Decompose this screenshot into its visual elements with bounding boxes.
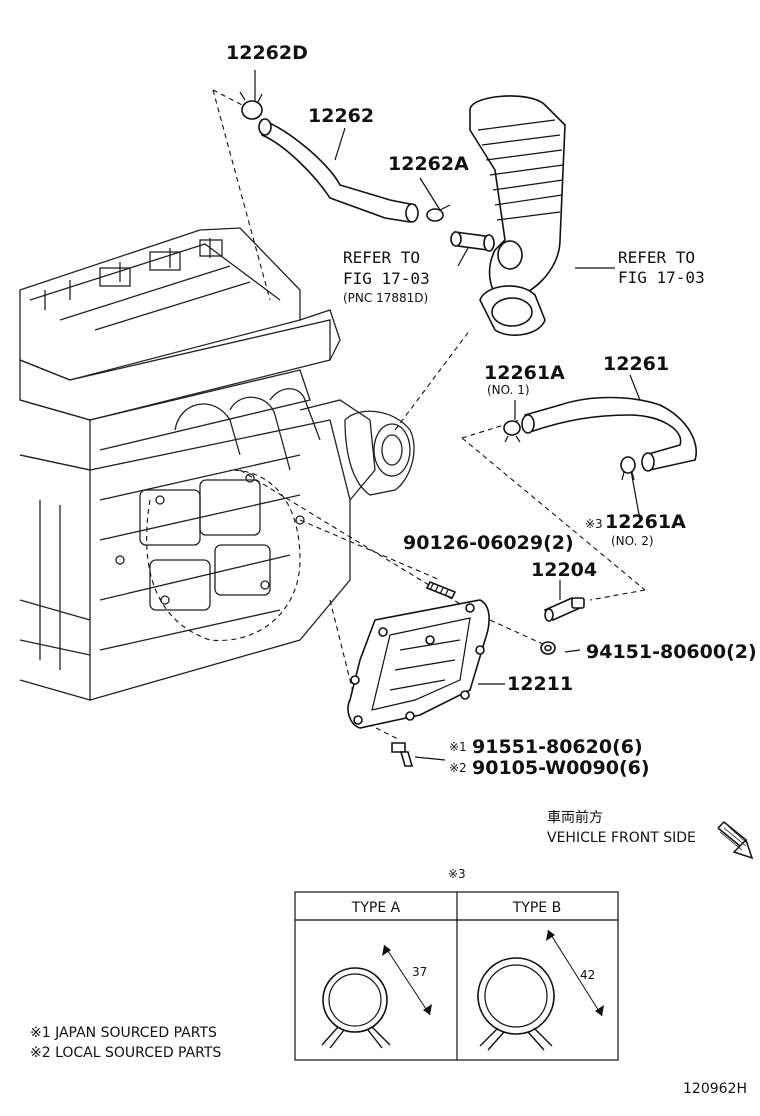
label-12204[interactable]: 12204 xyxy=(531,559,597,581)
part-clamp-12261a-no1 xyxy=(503,420,521,443)
clamp-table-mark: ※3 xyxy=(448,867,466,881)
label-12261a-no2[interactable]: 12261A xyxy=(605,511,686,533)
footnote-local-sourced: ※2 LOCAL SOURCED PARTS xyxy=(30,1045,221,1061)
part-hose-12262 xyxy=(258,118,419,223)
part-clamp-12261a-no2 xyxy=(620,456,636,481)
label-12262a[interactable]: 12262A xyxy=(388,153,469,175)
clamp-type-a-dim: 37 xyxy=(412,965,427,979)
label-12261a-no2-sub: (NO. 2) xyxy=(611,534,654,548)
label-12261a-no1-sub: (NO. 1) xyxy=(487,383,530,397)
label-12211[interactable]: 12211 xyxy=(507,673,573,695)
part-bolt xyxy=(391,742,414,767)
direction-japanese: 車両前方 xyxy=(547,809,603,826)
part-clamp-12262a xyxy=(426,204,451,222)
refer-left-line1: REFER TO xyxy=(343,248,420,267)
label-12261a-no1[interactable]: 12261A xyxy=(484,362,565,384)
part-cover-12211 xyxy=(347,599,490,729)
label-bolt2[interactable]: 90105-W0090(6) xyxy=(472,757,650,779)
figure-code: 120962H xyxy=(683,1081,747,1097)
part-air-intake-hose xyxy=(469,95,566,336)
label-stud[interactable]: 90126-06029(2) xyxy=(403,532,574,554)
label-nut[interactable]: 94151-80600(2) xyxy=(586,641,757,663)
part-nut xyxy=(540,641,556,655)
engine-block-illustration xyxy=(19,227,415,701)
clamp-type-b-label: TYPE B xyxy=(512,900,561,916)
clamp-type-b-dim: 42 xyxy=(580,968,595,982)
refer-left-line2: FIG 17-03 xyxy=(343,269,430,288)
refer-left-line3: (PNC 17881D) xyxy=(343,291,428,305)
refer-right-line2: FIG 17-03 xyxy=(618,268,705,287)
label-bolt1-mark: ※1 xyxy=(449,740,467,754)
clamp-type-a-label: TYPE A xyxy=(351,900,401,916)
clamp-type-a-drawing xyxy=(321,944,432,1049)
label-bolt1[interactable]: 91551-80620(6) xyxy=(472,736,643,758)
label-12261a-no2-mark: ※3 xyxy=(585,517,603,531)
part-hose-12261 xyxy=(521,396,697,472)
footnote-japan-sourced: ※1 JAPAN SOURCED PARTS xyxy=(30,1025,217,1041)
leader-lines xyxy=(212,70,646,761)
front-arrow-icon xyxy=(717,820,754,860)
part-clamp-12262d xyxy=(239,91,263,120)
refer-right-line1: REFER TO xyxy=(618,248,695,267)
label-12261[interactable]: 12261 xyxy=(603,353,669,375)
label-12262[interactable]: 12262 xyxy=(308,105,374,127)
clamp-type-table xyxy=(294,891,619,1061)
part-stud xyxy=(425,580,457,600)
part-valve-12204 xyxy=(543,597,585,622)
part-pcv-union xyxy=(450,231,495,252)
label-bolt2-mark: ※2 xyxy=(449,761,467,775)
direction-english: VEHICLE FRONT SIDE xyxy=(547,830,696,846)
label-12262d[interactable]: 12262D xyxy=(226,42,308,64)
clamp-type-b-drawing xyxy=(477,929,604,1051)
